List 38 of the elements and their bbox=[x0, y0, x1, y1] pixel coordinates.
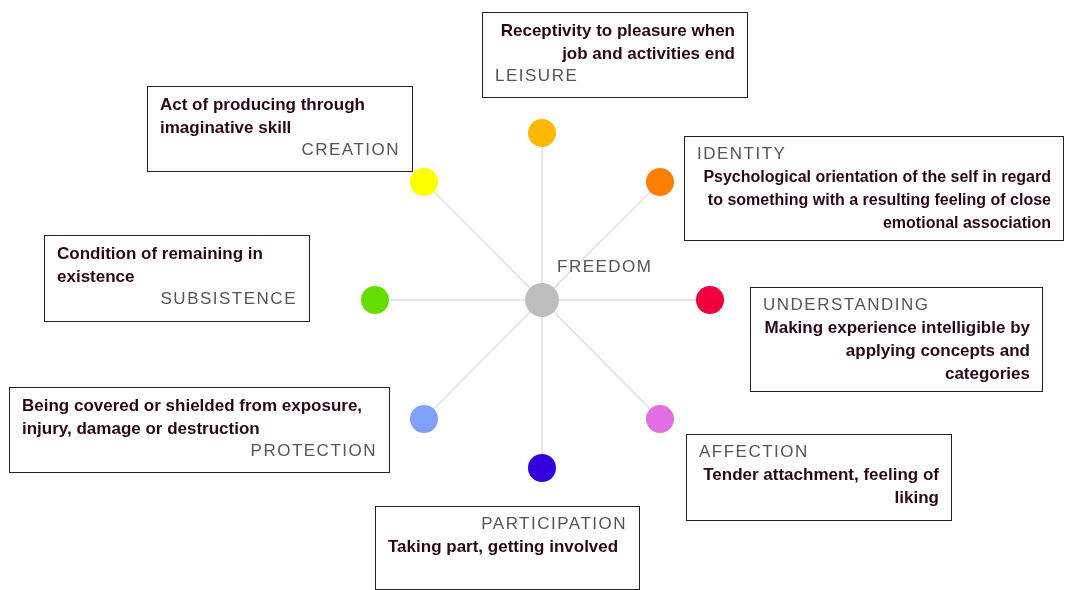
definition-text: Tender attachment, feeling of liking bbox=[702, 464, 939, 509]
definition-text: Receptivity to pleasure when job and activities end bbox=[499, 20, 735, 65]
circle-dot bbox=[528, 119, 556, 147]
definition-box bbox=[375, 506, 640, 590]
definition-text: Making experience intelligible by applying concepts and categories bbox=[763, 317, 1030, 385]
definition-box bbox=[684, 136, 1064, 241]
circle-dot bbox=[528, 454, 556, 482]
connector-line bbox=[432, 311, 532, 411]
category-heading: PROTECTION bbox=[249, 440, 377, 462]
center-label: FREEDOM bbox=[557, 257, 653, 277]
connector-line bbox=[553, 190, 652, 289]
category-heading: CREATION bbox=[300, 139, 400, 161]
definition-box bbox=[147, 86, 413, 172]
definition-box bbox=[44, 235, 310, 322]
category-heading: LEISURE bbox=[495, 65, 580, 87]
definition-box bbox=[686, 434, 952, 521]
definition-text: Act of producing through imaginative skill bbox=[160, 94, 366, 139]
circle-dot bbox=[696, 286, 724, 314]
category-heading: PARTICIPATION bbox=[480, 513, 627, 535]
circle-dot bbox=[410, 168, 438, 196]
definition-box bbox=[9, 387, 390, 473]
definition-text: Condition of remaining in existence bbox=[57, 243, 264, 288]
definition-box bbox=[750, 287, 1043, 392]
circle-dot bbox=[646, 405, 674, 433]
circle-dot bbox=[410, 405, 438, 433]
definition-text: Psychological orientation of the self in regard to something with a resulting feeling of close emotional association bbox=[702, 167, 1051, 233]
category-heading: UNDERSTANDING bbox=[763, 294, 931, 316]
circle-dot bbox=[646, 168, 674, 196]
circle-dot bbox=[525, 283, 559, 317]
circle-dot bbox=[361, 286, 389, 314]
connector-line bbox=[432, 190, 531, 289]
definition-box bbox=[482, 12, 748, 98]
category-heading: AFFECTION bbox=[699, 441, 810, 463]
definition-text: Taking part, getting involved bbox=[388, 536, 620, 558]
category-heading: SUBSISTENCE bbox=[159, 288, 297, 310]
definition-text: Being covered or shielded from exposure, injury, damage or destruction bbox=[22, 395, 364, 440]
connector-line bbox=[552, 311, 652, 411]
category-heading: IDENTITY bbox=[697, 143, 788, 165]
